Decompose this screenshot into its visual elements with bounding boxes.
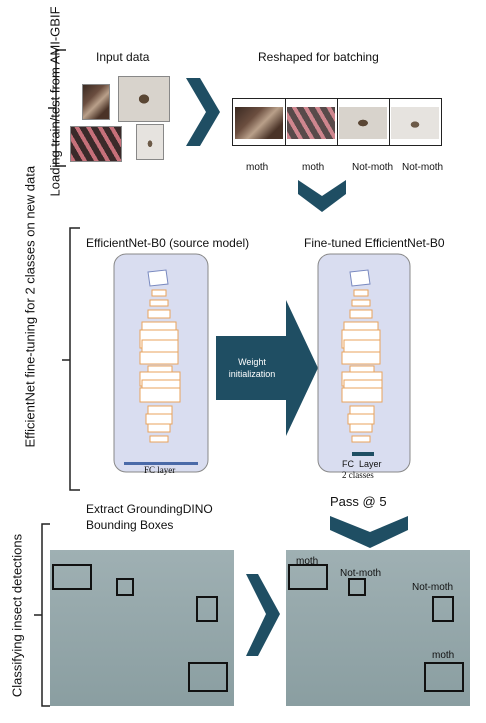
reshaped-title: Reshaped for batching bbox=[258, 50, 379, 64]
batch-image-4 bbox=[391, 107, 439, 139]
batch-image-1 bbox=[235, 107, 283, 139]
source-model-title: EfficientNet-B0 (source model) bbox=[86, 236, 250, 250]
extract-title-1: Extract GroundingDINO bbox=[86, 502, 213, 516]
source-layers bbox=[139, 269, 181, 443]
weight-init-label: Weight initialization bbox=[228, 357, 276, 379]
extract-title-2: Bounding Boxes bbox=[86, 518, 174, 532]
weight-init-arrow bbox=[216, 300, 318, 436]
target-fc-label-2: 2 classes bbox=[342, 470, 374, 480]
batch-label-2: moth bbox=[302, 162, 325, 173]
target-fc-label-1: FC Layer bbox=[342, 459, 382, 469]
bbox-2 bbox=[116, 578, 134, 596]
bbox-1 bbox=[52, 564, 92, 590]
batch-image-3 bbox=[339, 107, 387, 139]
bracket-section1 bbox=[48, 49, 66, 167]
detection-panel-input bbox=[50, 550, 234, 706]
result-label-4: moth bbox=[432, 650, 455, 661]
result-bbox-1 bbox=[288, 564, 328, 590]
input-image-moth-dark bbox=[82, 84, 110, 120]
result-label-2: Not-moth bbox=[340, 568, 382, 579]
input-image-fly-1 bbox=[118, 76, 170, 122]
section2-side-text: EfficientNet fine-tuning for 2 classes o… bbox=[22, 165, 38, 448]
chevron-down-icon-2 bbox=[330, 516, 408, 548]
result-bbox-3 bbox=[432, 596, 454, 622]
result-label-3: Not-moth bbox=[412, 582, 454, 593]
bbox-3 bbox=[196, 596, 218, 622]
result-label-1: moth bbox=[296, 556, 319, 567]
chevron-right-icon-1 bbox=[186, 78, 220, 146]
section3-side-label: Classifying insect detections bbox=[9, 533, 25, 698]
target-model-title: Fine-tuned EfficientNet-B0 bbox=[304, 236, 445, 250]
batch-label-1: moth bbox=[246, 162, 269, 173]
chevron-down-icon-1 bbox=[298, 180, 346, 212]
detection-panel-output: moth Not-moth Not-moth moth bbox=[286, 550, 470, 706]
input-image-moth-striped bbox=[70, 126, 122, 162]
input-data-title: Input data bbox=[96, 50, 150, 64]
batch-label-3: Not-moth bbox=[352, 162, 394, 173]
source-fc-bar bbox=[124, 462, 198, 465]
target-layers bbox=[341, 269, 383, 443]
result-bbox-2 bbox=[348, 578, 366, 596]
chevron-right-icon-2 bbox=[246, 574, 280, 656]
section1-side-label: Loading train/test from AMI-GBIF bbox=[47, 6, 63, 197]
batch-strip bbox=[232, 98, 442, 146]
batch-image-2 bbox=[287, 107, 335, 139]
result-bbox-4 bbox=[424, 662, 464, 692]
target-fc-bar bbox=[352, 452, 374, 456]
bracket-section3 bbox=[34, 523, 50, 707]
input-image-fly-2 bbox=[136, 124, 164, 160]
bbox-4 bbox=[188, 662, 228, 692]
source-fc-label: FC layer bbox=[144, 465, 176, 475]
section2-side-label: EfficientNet fine-tuning for 2 classes o… bbox=[23, 166, 38, 448]
batch-label-4: Not-moth bbox=[402, 162, 444, 173]
pass-label: Pass @ 5 bbox=[330, 494, 387, 509]
bracket-section2 bbox=[62, 227, 80, 491]
